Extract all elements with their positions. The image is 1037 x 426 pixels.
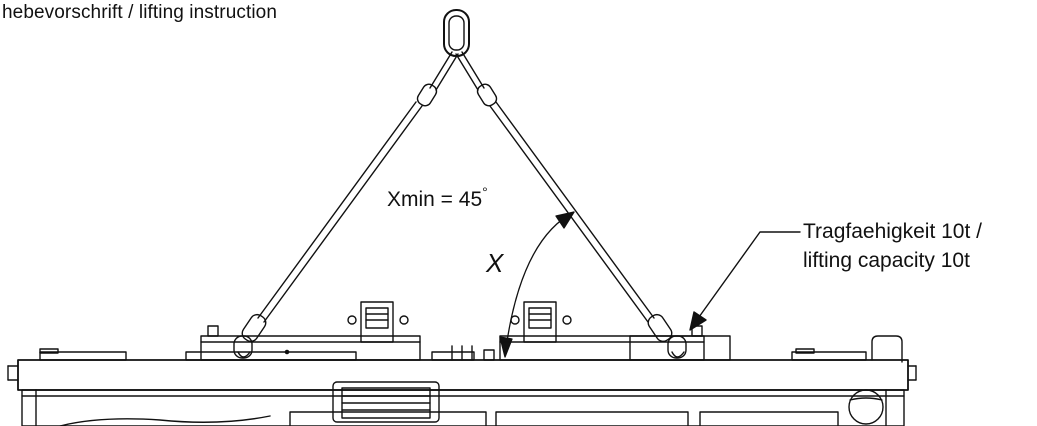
- angle-requirement: Xmin = 45°: [387, 184, 488, 212]
- right-clamp: [499, 301, 731, 361]
- beam-roller: [848, 389, 884, 425]
- end-fittings: [39, 335, 903, 363]
- right-sling: [455, 51, 687, 359]
- capacity-label-en: lifting capacity 10t: [803, 249, 970, 272]
- degree-symbol: °: [482, 184, 488, 200]
- main-beam: [7, 359, 917, 426]
- angle-requirement-text: Xmin = 45: [387, 188, 483, 211]
- center-fittings: [431, 345, 495, 361]
- beam-handle: [332, 381, 440, 423]
- capacity-label-de: Tragfaehigkeit 10t /: [803, 220, 982, 243]
- left-clamp: [185, 301, 421, 361]
- capacity-leader: [689, 231, 801, 331]
- angle-marker: X: [486, 248, 504, 278]
- angle-arc: [499, 211, 575, 358]
- master-ring: [443, 9, 470, 57]
- diagram-title: hebevorschrift / lifting instruction: [2, 2, 277, 23]
- left-sling: [233, 51, 459, 359]
